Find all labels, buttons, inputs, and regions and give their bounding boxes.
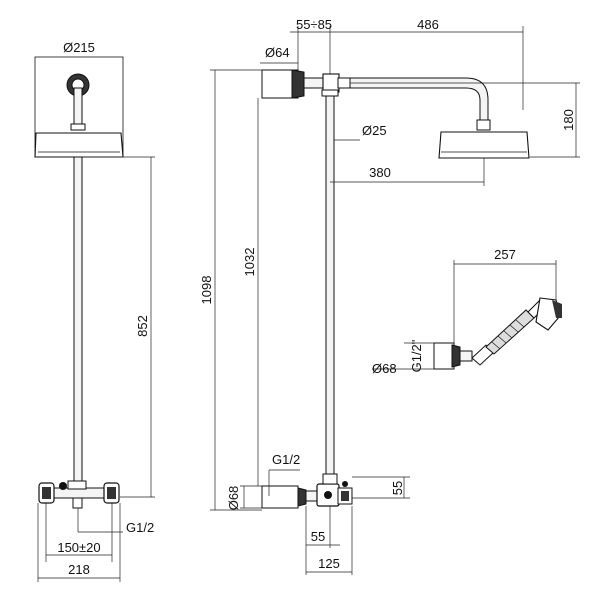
side-view: 55÷85 486 Ø64 180 Ø25 380 [199,17,580,575]
base-width-label: 218 [68,562,90,577]
bar-height-label: 852 [135,315,150,337]
hand-flange-diameter-label: Ø68 [372,361,397,376]
side-shower-head [439,132,529,158]
front-view: Ø215 852 G1/2 150±20 [35,40,155,582]
shower-arm [74,88,82,128]
hand-thread-label: G1/2" [409,339,424,372]
pipe-diameter-label: Ø25 [362,123,387,138]
valve-height-label: 55 [390,481,405,495]
horizontal-arm [350,78,488,122]
total-height-label: 1098 [199,276,214,305]
wall-offset-label: 55÷85 [296,17,332,32]
hand-shower-view: 257 G1/2" Ø68 [372,247,562,376]
head-diameter-label: Ø215 [63,40,95,55]
base-thread-label: G1/2 [126,520,154,535]
riser-pipe [74,157,82,487]
hand-length-label: 257 [494,247,516,262]
shower-head [35,133,123,157]
side-thread-label: G1/2 [272,452,300,467]
side-riser-pipe [326,92,334,484]
arm-connector [323,74,339,92]
lower-wall-flange [262,486,298,508]
outlet [73,498,82,508]
diverter [68,481,86,489]
valve-projection-label: 125 [318,556,340,571]
valve-flange-diameter-label: Ø68 [226,486,241,511]
hand-handle [486,310,534,354]
valve-depth-label: 55 [311,529,325,544]
flange-diameter-label: Ø64 [265,45,290,60]
head-drop-label: 180 [561,109,576,131]
riser-height-label: 1032 [242,248,257,277]
arm-length-label: 486 [417,17,439,32]
arm-reach-label: 380 [369,165,391,180]
hand-wall-flange [434,343,454,369]
base-offset-label: 150±20 [57,540,100,555]
